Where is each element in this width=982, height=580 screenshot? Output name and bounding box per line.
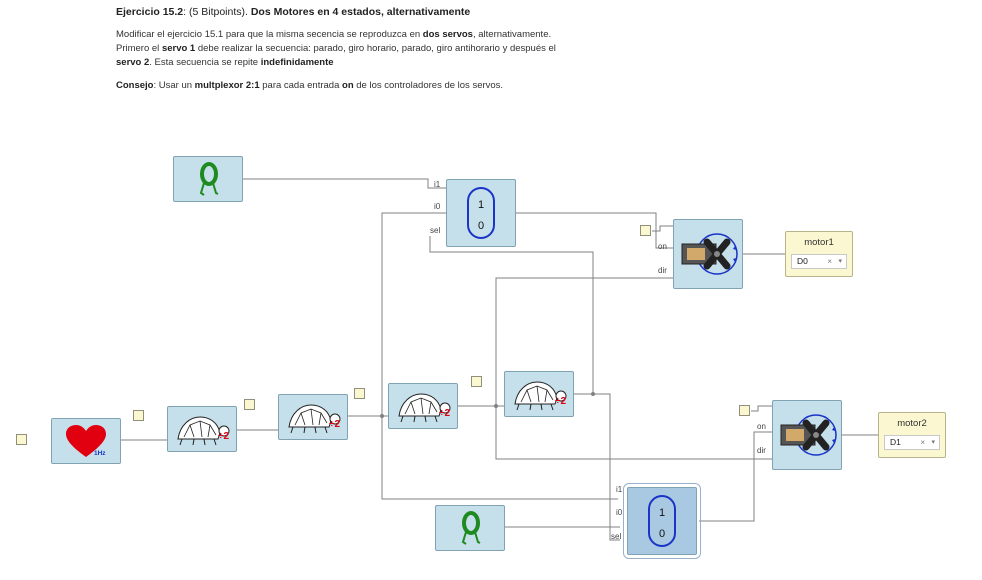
motor1-pin-value: D0 [797,256,808,266]
divider-block[interactable]: ÷2 [388,383,458,429]
turtle-icon [177,416,230,446]
servo-icon [780,414,837,456]
tip-text: para cada entrada [259,80,343,91]
turtle-icon [288,404,341,434]
servo1-pin-dir: dir [658,266,667,275]
exercise-description: Modificar el ejercicio 15.1 para que la … [116,28,636,70]
motor2-label: motor2 [897,418,927,429]
servo1-pin-on: on [658,242,667,251]
mux2-pin-i0: i0 [616,508,623,517]
exercise-points: : (5 Bitpoints). [183,6,251,18]
wire [429,236,594,394]
mux2-pin-i1: i1 [616,485,623,494]
switch-icon[interactable] [739,405,750,416]
wire-junction [591,392,595,396]
divider-label: ÷2 [439,408,451,419]
clock-frequency-label: 1Hz [94,450,106,457]
multiplexer-block-selected[interactable]: 1 0 [623,483,701,559]
desc-text: . Esta secuencia se repite [149,57,261,68]
exercise-name: Dos Motores en 4 estados, alternativamen… [250,6,471,18]
clock-block[interactable]: 1Hz [51,418,121,464]
desc-bold: servo 1 [161,43,196,54]
desc-text: , alternativamente. [472,29,552,40]
constant-zero-block[interactable] [173,156,243,202]
mux1-pin-i0: i0 [434,202,441,211]
wire-junction [494,404,498,408]
divider-label: ÷2 [329,419,341,430]
tip-bold: multplexor 2:1 [194,80,260,91]
tip-text: de los controladores de los servos. [353,80,504,91]
exercise-title: Ejercicio 15.2: (5 Bitpoints). Dos Motor… [116,6,470,18]
switch-icon[interactable] [244,399,255,410]
wire [242,178,446,189]
motor2-output: motor2 D1 × ▾ [878,412,946,458]
desc-text: Primero el [116,43,162,54]
mux-oval-icon: 1 0 [467,187,495,239]
desc-bold: servo 2 [116,57,150,68]
constant-zero-icon [461,511,481,545]
servo-icon [681,233,738,275]
wire [574,393,620,541]
mux2-pin-sel: sel [611,532,622,541]
clear-icon[interactable]: × [827,257,832,266]
divider-block[interactable]: ÷2 [504,371,574,417]
desc-bold: dos servos [422,29,473,40]
servo-controller-block[interactable] [772,400,842,470]
motor2-pin-value: D1 [890,437,901,447]
divider-label: ÷2 [555,396,567,407]
chevron-down-icon[interactable]: ▾ [838,258,842,265]
constant-zero-block[interactable] [435,505,505,551]
switch-icon[interactable] [354,388,365,399]
desc-text: Modificar el ejercicio 15.1 para que la … [116,29,423,40]
tip-label: Consejo [116,80,154,91]
servo2-pin-dir: dir [757,446,766,455]
wire-junction [380,414,384,418]
servo-controller-block[interactable] [673,219,743,289]
mux1-pin-i1: i1 [434,180,441,189]
motor1-output: motor1 D0 × ▾ [785,231,853,277]
switch-icon[interactable] [16,434,27,445]
desc-bold: indefinidamente [260,57,334,68]
clear-icon[interactable]: × [920,438,925,447]
switch-icon[interactable] [471,376,482,387]
mux-oval-icon: 1 0 [648,495,676,547]
motor1-label: motor1 [804,237,834,248]
wire [381,212,446,416]
divider-block[interactable]: ÷2 [278,394,348,440]
switch-icon[interactable] [640,225,651,236]
tip-bold: on [342,80,354,91]
mux1-pin-sel: sel [430,226,441,235]
turtle-icon [514,381,567,411]
wire [381,416,618,500]
wire [495,406,772,460]
divider-label: ÷2 [218,431,230,442]
exercise-number: Ejercicio 15.2 [116,6,184,18]
mux-top-value: 1 [477,199,485,211]
mux-top-value: 1 [658,507,666,519]
tip-text: : Usar un [153,80,195,91]
wire [699,431,772,522]
motor2-pin-select[interactable]: D1 × ▾ [884,435,940,450]
heart-icon [66,425,106,457]
switch-icon[interactable] [133,410,144,421]
mux-bottom-value: 0 [477,220,485,232]
constant-zero-icon [199,162,219,196]
motor1-pin-select[interactable]: D0 × ▾ [791,254,847,269]
multiplexer-block[interactable]: 1 0 [446,179,516,247]
exercise-tip: Consejo: Usar un multplexor 2:1 para cad… [116,79,503,93]
turtle-icon [398,393,451,423]
chevron-down-icon[interactable]: ▾ [931,439,935,446]
divider-block[interactable]: ÷2 [167,406,237,452]
wire [652,225,674,232]
servo2-pin-on: on [757,422,766,431]
desc-text: debe realizar la secuencia: parado, giro… [195,43,556,54]
wire [751,405,772,412]
wire [495,277,673,406]
mux-bottom-value: 0 [658,528,666,540]
